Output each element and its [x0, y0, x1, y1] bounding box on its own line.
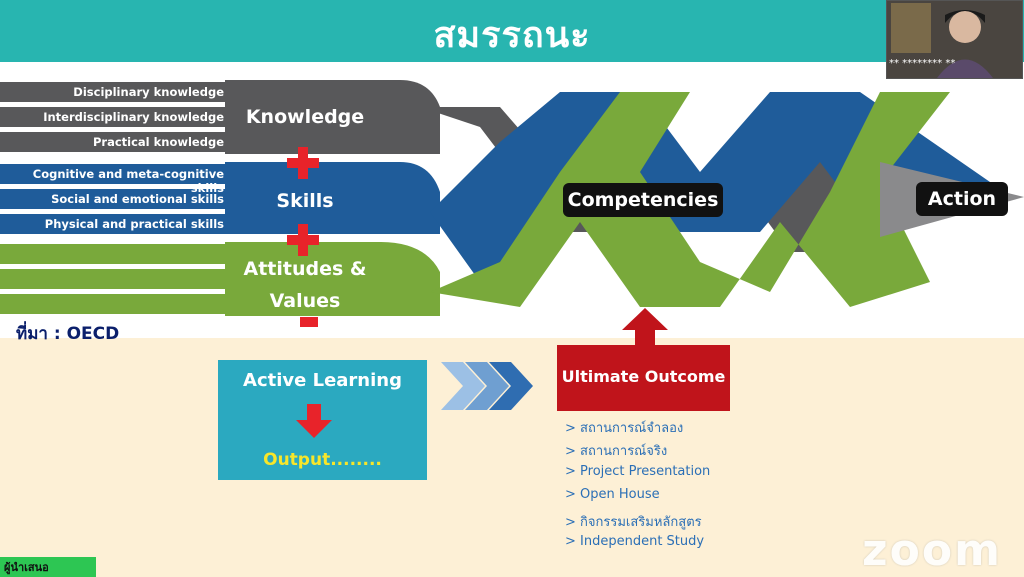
ultimate-outcome-label: Ultimate Outcome [561, 367, 726, 386]
knowledge-label: Knowledge [245, 106, 365, 128]
ultimate-outcome-box [557, 345, 730, 411]
up-arrow-icon [622, 308, 668, 346]
skills-item-3: Physical and practical skills [44, 217, 224, 231]
attitudes-strand [225, 242, 440, 316]
title-bar [0, 0, 1024, 62]
plus-icon-1 [287, 147, 319, 179]
down-arrow-icon-2 [296, 404, 332, 438]
knowledge-strand [225, 80, 440, 154]
competencies-pill: Competencies [563, 183, 723, 217]
knowledge-item-3: Practical knowledge [92, 135, 224, 149]
list-item: > สถานการณ์จำลอง [565, 421, 684, 436]
action-pill: Action [916, 182, 1008, 216]
skills-item-2: Social and emotional skills [51, 192, 224, 206]
skills-item-1: Cognitive and meta-cognitive skills [32, 167, 224, 195]
participant-avatar [887, 1, 1022, 78]
list-item: > กิจกรรมเสริมหลักสูตร [565, 514, 702, 530]
knowledge-item-1: Disciplinary knowledge [73, 85, 224, 99]
knowledge-item-2: Interdisciplinary knowledge [43, 110, 224, 124]
participant-name: ** ******** ** [889, 58, 956, 69]
list-item: > สถานการณ์จริง [565, 444, 668, 460]
source-label: ที่มา : OECD [16, 324, 120, 344]
down-arrow-icon [300, 317, 318, 327]
participant-video-thumbnail[interactable] [886, 0, 1023, 79]
active-learning-label: Active Learning [243, 370, 402, 391]
output-label: Output........ [263, 450, 382, 470]
skills-strand [225, 162, 440, 234]
attitudes-label-line1: Attitudes & [243, 258, 367, 280]
speaker-tag [0, 557, 96, 577]
list-item: > Open House [565, 487, 660, 503]
skills-label: Skills [276, 190, 334, 212]
braid-green [430, 92, 950, 307]
speaker-tag-text: ผู้นำเสนอ [4, 561, 49, 574]
chevron-arrows-icon [441, 362, 533, 410]
plus-icon-2 [287, 224, 319, 256]
list-item: > Independent Study [565, 533, 705, 549]
attitudes-label-line2: Values [269, 290, 341, 312]
zoom-watermark: zoom [862, 525, 1002, 576]
outcome-list: > สถานการณ์จำลอง > สถานการณ์จริง > Proje… [565, 417, 710, 557]
list-item: > Project Presentation [565, 463, 711, 479]
slide-title: สมรรถนะ [433, 15, 591, 56]
